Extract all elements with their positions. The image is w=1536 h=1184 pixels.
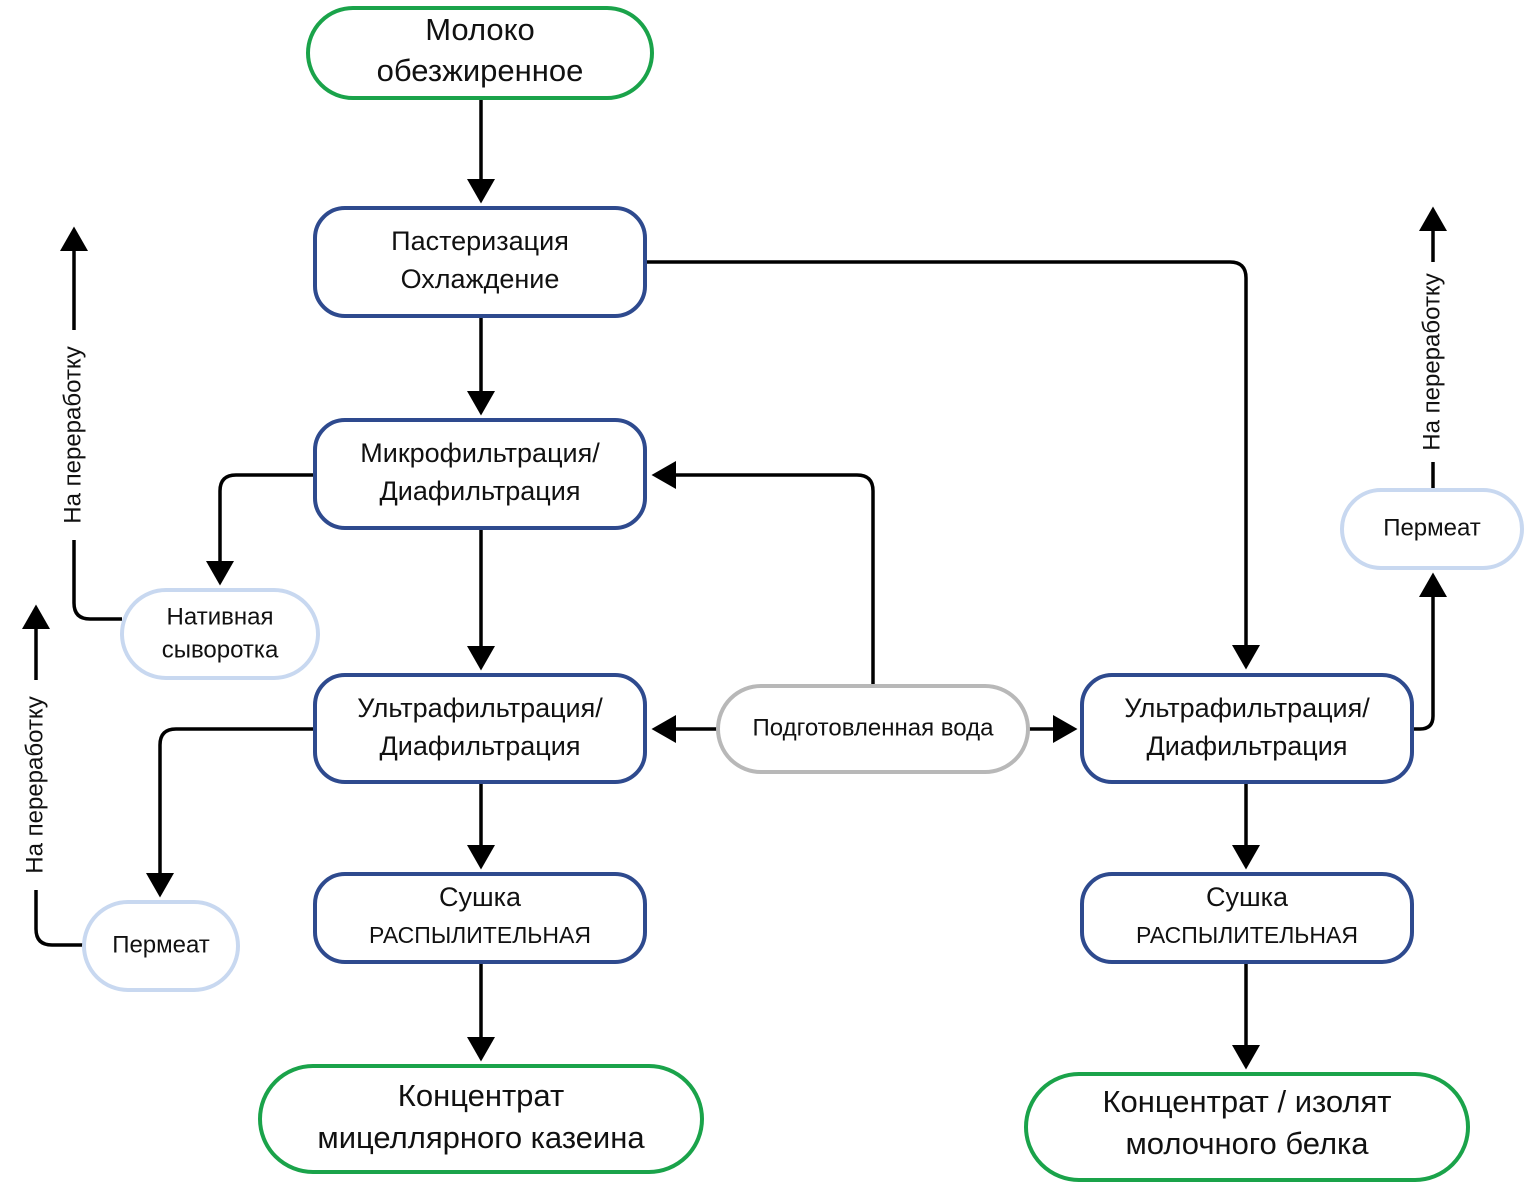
edge-water-to-microfiltration bbox=[651, 461, 875, 686]
node-native-whey-line1: Нативная bbox=[167, 603, 274, 630]
node-permeate-left-label: Пермеат bbox=[112, 931, 210, 958]
node-pasteurization-line1: Пастеризация bbox=[391, 226, 569, 256]
node-micellar-casein-line2: мицеллярного казеина bbox=[317, 1120, 645, 1155]
node-permeate-left[interactable]: Пермеат bbox=[82, 900, 240, 992]
node-uf-left-line1: Ультрафильтрация/ bbox=[357, 693, 603, 723]
node-prepared-water[interactable]: Подготовленная вода bbox=[716, 684, 1030, 774]
edge-uf-left-to-permeate bbox=[146, 727, 315, 898]
node-permeate-right-label: Пермеат bbox=[1383, 514, 1481, 541]
label-to-processing-3: На переработку bbox=[1418, 273, 1445, 450]
node-drying-left[interactable]: Сушка распылительная bbox=[313, 872, 647, 964]
node-pasteurization-line2: Охлаждение bbox=[401, 264, 560, 294]
node-microfiltration-line2: Диафильтрация bbox=[380, 476, 581, 506]
node-uf-right-line1: Ультрафильтрация/ bbox=[1124, 693, 1370, 723]
node-uf-right[interactable]: Ультрафильтрация/ Диафильтрация bbox=[1080, 673, 1414, 784]
edge-native-whey-to-processing bbox=[72, 540, 122, 621]
node-skim-milk[interactable]: Молоко обезжиренное bbox=[306, 6, 654, 100]
edge-pasteurization-to-uf-right bbox=[645, 260, 1260, 670]
node-native-whey[interactable]: Нативная сыворотка bbox=[120, 588, 320, 680]
label-to-processing-2: На переработку bbox=[21, 696, 48, 873]
edges bbox=[22, 98, 1447, 1070]
node-micellar-casein-line1: Концентрат bbox=[398, 1078, 564, 1113]
node-permeate-right[interactable]: Пермеат bbox=[1340, 488, 1524, 570]
node-uf-left-line2: Диафильтрация bbox=[380, 731, 581, 761]
edge-uf-right-to-permeate bbox=[1412, 572, 1447, 731]
node-drying-right-line2: распылительная bbox=[1136, 922, 1358, 948]
node-drying-left-line1: Сушка bbox=[439, 882, 522, 912]
node-milk-protein-line1: Концентрат / изолят bbox=[1102, 1084, 1391, 1119]
label-to-processing-1: На переработку bbox=[59, 346, 86, 523]
node-uf-left[interactable]: Ультрафильтрация/ Диафильтрация bbox=[313, 673, 647, 784]
node-microfiltration[interactable]: Микрофильтрация/ Диафильтрация bbox=[313, 418, 647, 530]
node-milk-protein-line2: молочного белка bbox=[1125, 1126, 1369, 1161]
node-skim-milk-line1: Молоко bbox=[425, 12, 535, 47]
edge-microfiltration-to-native-whey bbox=[206, 473, 315, 586]
node-prepared-water-label: Подготовленная вода bbox=[753, 714, 995, 741]
node-uf-right-line2: Диафильтрация bbox=[1147, 731, 1348, 761]
node-milk-protein[interactable]: Концентрат / изолят молочного белка bbox=[1024, 1072, 1470, 1182]
node-native-whey-line2: сыворотка bbox=[162, 636, 279, 663]
node-drying-right[interactable]: Сушка распылительная bbox=[1080, 872, 1414, 964]
node-microfiltration-line1: Микрофильтрация/ bbox=[360, 438, 600, 468]
node-drying-left-line2: распылительная bbox=[369, 922, 591, 948]
node-skim-milk-line2: обезжиренное bbox=[377, 53, 584, 88]
edge-permeate-left-to-processing bbox=[34, 890, 84, 947]
node-pasteurization[interactable]: Пастеризация Охлаждение bbox=[313, 206, 647, 318]
node-drying-right-line1: Сушка bbox=[1206, 882, 1289, 912]
node-micellar-casein[interactable]: Концентрат мицеллярного казеина bbox=[258, 1064, 704, 1174]
